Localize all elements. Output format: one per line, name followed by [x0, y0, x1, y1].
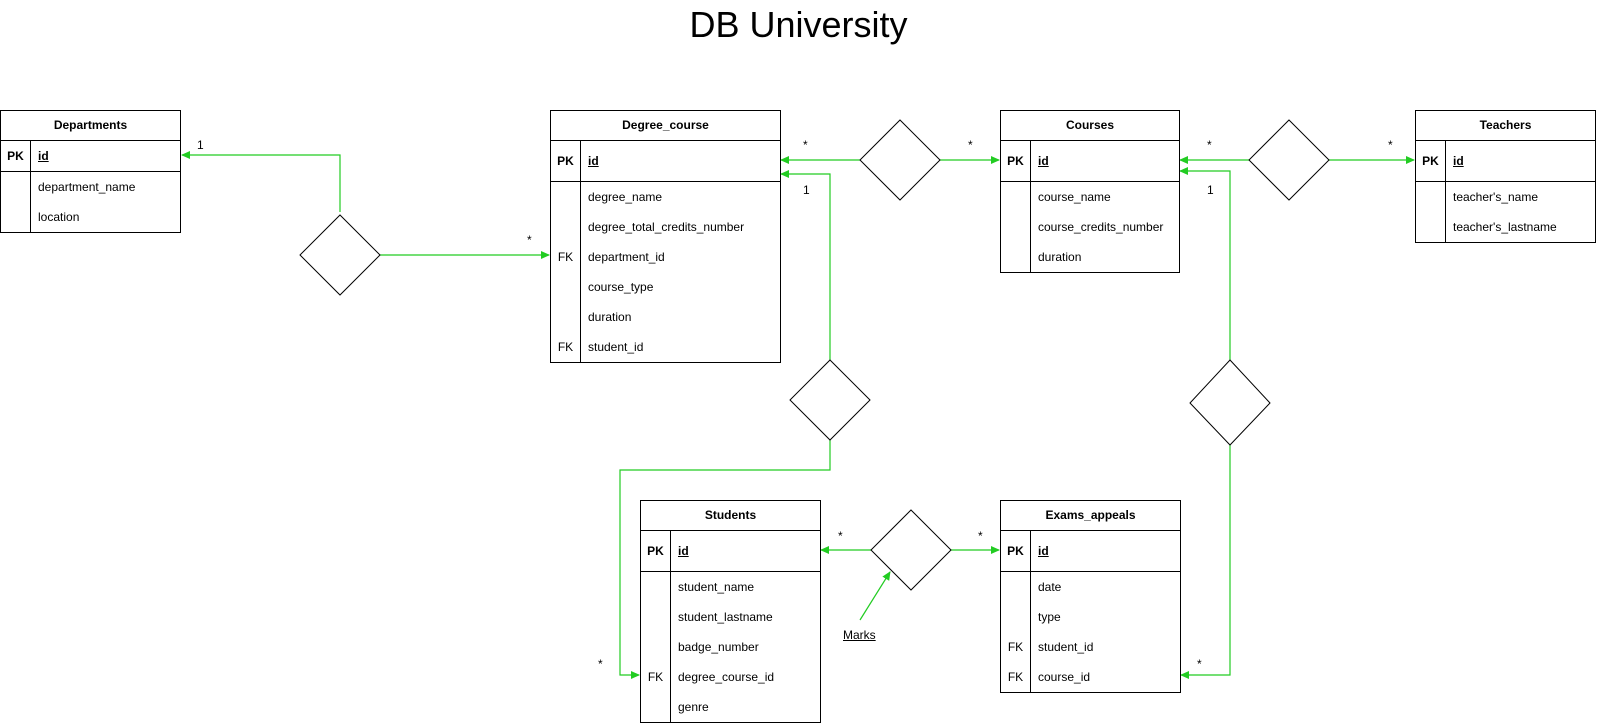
key-cell [641, 572, 670, 602]
link-courses-exams-up [1179, 167, 1231, 360]
cardinality-label: * [598, 657, 603, 671]
cardinality-label: * [978, 529, 983, 543]
link-degree-students-up [780, 170, 831, 360]
field-course-name: course_name [1038, 190, 1111, 204]
pk-label: PK [641, 531, 671, 571]
entity-teachers[interactable]: Teachers PK id teacher's_name teacher's_… [1415, 110, 1596, 243]
pk-label: PK [1, 141, 31, 171]
field-department-id: department_id [588, 250, 665, 264]
pk-label: PK [1416, 141, 1446, 181]
link-marks [859, 571, 891, 621]
field-badge-number: badge_number [678, 640, 759, 654]
field-genre: genre [678, 700, 709, 714]
cardinality-label: * [1197, 657, 1202, 671]
relation-dep-degree-diamond [299, 214, 381, 296]
pk-field: id [1453, 154, 1464, 168]
key-cell [551, 302, 580, 332]
field-student-id: student_id [588, 340, 644, 354]
cardinality-label: * [527, 233, 532, 247]
field-student-id: student_id [1038, 640, 1094, 654]
cardinality-label: * [838, 529, 843, 543]
key-cell [1001, 212, 1030, 242]
entity-students[interactable]: Students PK id FK student_name student_l… [640, 500, 821, 723]
cardinality-label: 1 [197, 138, 204, 152]
cardinality-label: * [803, 138, 808, 152]
cardinality-label: * [968, 138, 973, 152]
entity-exams-appeals[interactable]: Exams_appeals PK id FK FK date type stud… [1000, 500, 1181, 693]
key-cell [1001, 242, 1030, 272]
key-cell [551, 212, 580, 242]
cardinality-label: 1 [803, 183, 810, 197]
pk-field: id [38, 149, 49, 163]
field-student-lastname: student_lastname [678, 610, 773, 624]
key-cell [641, 692, 670, 722]
pk-field: id [588, 154, 599, 168]
entity-title: Students [641, 501, 820, 531]
entity-title: Exams_appeals [1001, 501, 1180, 531]
field-course-type: course_type [588, 280, 654, 294]
pk-field: id [1038, 154, 1049, 168]
field-student-name: student_name [678, 580, 755, 594]
marks-attribute-label: Marks [843, 628, 876, 642]
entity-title: Teachers [1416, 111, 1595, 141]
field-location: location [38, 210, 80, 224]
key-cell [551, 182, 580, 212]
entity-title: Departments [1, 111, 180, 141]
field-course-credits-number: course_credits_number [1038, 220, 1164, 234]
key-cell: FK [557, 340, 574, 354]
field-degree-total-credits-number: degree_total_credits_number [588, 220, 745, 234]
key-cell: FK [647, 670, 664, 684]
field-type: type [1038, 610, 1061, 624]
pk-label: PK [1001, 141, 1031, 181]
field-degree-name: degree_name [588, 190, 663, 204]
field-teachers-name: teacher's_name [1453, 190, 1539, 204]
entity-departments[interactable]: Departments PK id department_name locati… [0, 110, 181, 233]
relation-degree-students-diamond [789, 359, 871, 441]
cardinality-label: * [1207, 138, 1212, 152]
field-degree-course-id: degree_course_id [678, 670, 775, 684]
pk-field: id [1038, 544, 1049, 558]
field-teachers-lastname: teacher's_lastname [1453, 220, 1557, 234]
field-duration: duration [588, 310, 632, 324]
cardinality-label: 1 [1207, 183, 1214, 197]
field-course-id: course_id [1038, 670, 1091, 684]
key-cell [1416, 182, 1445, 212]
field-department-name: department_name [38, 180, 136, 194]
link-departments [181, 151, 341, 212]
entity-courses[interactable]: Courses PK id course_name course_credits… [1000, 110, 1180, 273]
key-cell [641, 602, 670, 632]
key-cell [1, 172, 30, 202]
entity-title: Courses [1001, 111, 1179, 141]
key-cell [1, 202, 30, 232]
key-cell [551, 272, 580, 302]
key-cell: FK [1007, 640, 1024, 654]
pk-label: PK [1001, 531, 1031, 571]
field-duration: duration [1038, 250, 1082, 264]
pk-field: id [678, 544, 689, 558]
relation-students-exams-diamond [870, 509, 952, 591]
key-cell [641, 632, 670, 662]
pk-label: PK [551, 141, 581, 181]
entity-degree-course[interactable]: Degree_course PK id FK FK degree_name de… [550, 110, 781, 363]
relation-degree-courses-diamond [859, 119, 941, 201]
key-cell [1001, 182, 1030, 212]
key-cell [1416, 212, 1445, 242]
key-cell: FK [1007, 670, 1024, 684]
relation-courses-exams-diamond [1189, 359, 1271, 446]
link-degree-students-down [619, 440, 831, 679]
key-cell [1001, 602, 1030, 632]
link-courses-exams-down [1180, 445, 1231, 679]
entity-title: Degree_course [551, 111, 780, 141]
key-cell: FK [557, 250, 574, 264]
relation-courses-teachers-diamond [1248, 119, 1330, 201]
cardinality-label: * [1388, 138, 1393, 152]
diagram-title: DB University [689, 4, 908, 45]
key-cell [1001, 572, 1030, 602]
field-date: date [1038, 580, 1062, 594]
